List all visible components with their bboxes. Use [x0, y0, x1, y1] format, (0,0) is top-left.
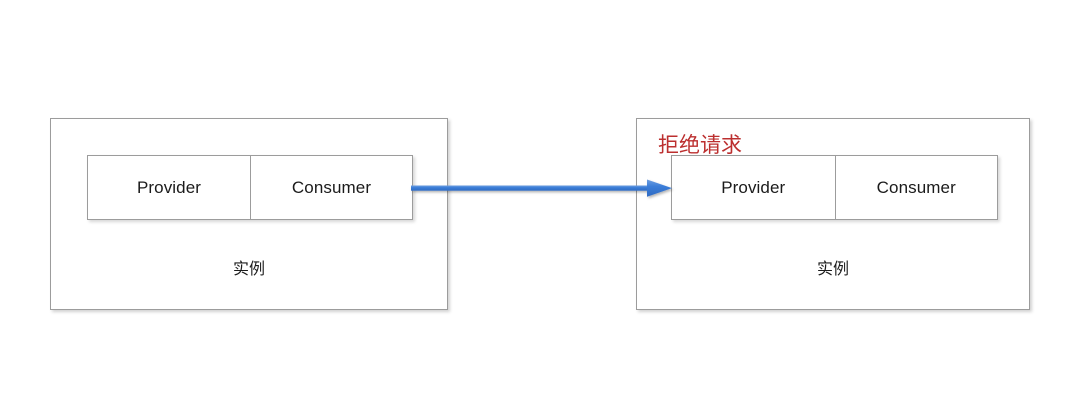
instance-caption-left: 实例 [232, 259, 265, 278]
consumer-cell-left[interactable]: Consumer [250, 156, 412, 219]
arrow-head [647, 179, 672, 197]
instance-box-left[interactable]: Provider Consumer 实例 [50, 118, 448, 310]
provider-cell-right[interactable]: Provider [721, 178, 786, 197]
provider-cell-left[interactable]: Provider [136, 178, 202, 197]
provider-consumer-box-right[interactable]: Provider Consumer [671, 155, 998, 220]
provider-consumer-box-left[interactable]: Provider Consumer [87, 155, 413, 220]
instance-caption-right: 实例 [816, 259, 849, 278]
arrow-shaft [411, 185, 651, 191]
connector-arrow [411, 179, 672, 197]
consumer-cell-right[interactable]: Consumer [834, 156, 998, 219]
reject-request-annotation: 拒绝请求 [658, 133, 742, 157]
instance-box-right[interactable]: Provider Consumer 实例 [636, 118, 1030, 310]
